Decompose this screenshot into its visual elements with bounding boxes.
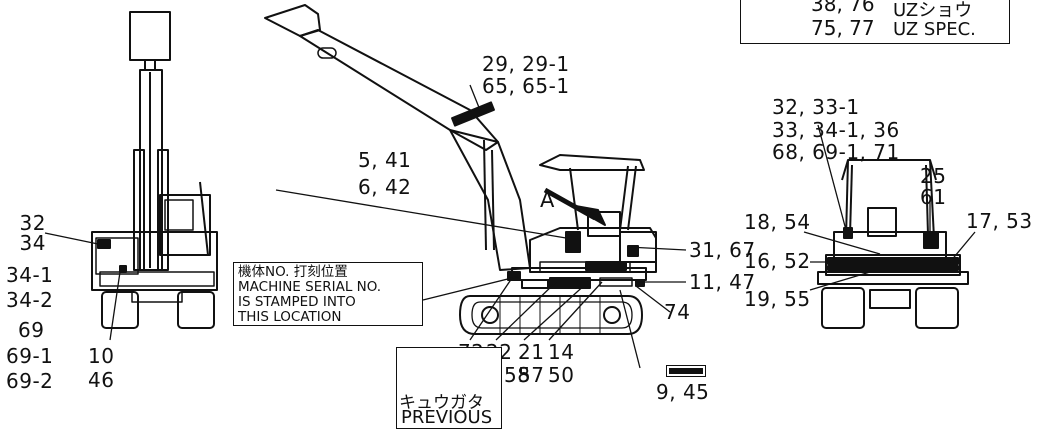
label-69-2: 69-2 bbox=[6, 369, 54, 393]
uz-row-1-text: UZショウ bbox=[893, 0, 973, 21]
serial-number-note: 機体NO. 打刻位置 MACHINE SERIAL NO. IS STAMPED… bbox=[233, 262, 423, 326]
label-32-33-1: 32, 33-1 bbox=[772, 95, 860, 119]
rear-view-excavator bbox=[91, 11, 218, 329]
label-17-53: 17, 53 bbox=[966, 209, 1033, 233]
label-25: 25 bbox=[920, 164, 947, 188]
serial-note-line-1: 機体NO. 打刻位置 bbox=[238, 264, 348, 280]
label-61: 61 bbox=[920, 185, 947, 209]
label-74: 74 bbox=[664, 300, 691, 324]
label-18-54: 18, 54 bbox=[744, 210, 811, 234]
label-69: 69 bbox=[18, 318, 45, 342]
label-view-a: A bbox=[540, 188, 555, 212]
serial-note-line-3: IS STAMPED INTO bbox=[238, 294, 356, 310]
label-65: 65, 65-1 bbox=[482, 74, 570, 98]
label-5-41: 5, 41 bbox=[358, 148, 412, 172]
serial-note-line-4: THIS LOCATION bbox=[238, 309, 342, 325]
uz-row-2-number: 75, 77 bbox=[811, 16, 875, 40]
previous-english: PREVIOUS bbox=[401, 407, 493, 428]
previous-version-box: キュウガタ PREVIOUS bbox=[396, 347, 502, 429]
uz-row-1-number: 38, 76 bbox=[811, 0, 875, 16]
label-16-52: 16, 52 bbox=[744, 249, 811, 273]
label-19-55: 19, 55 bbox=[744, 287, 811, 311]
label-29: 29, 29-1 bbox=[482, 52, 570, 76]
uz-row-2-text: UZ SPEC. bbox=[893, 19, 976, 40]
label-11-47: 11, 47 bbox=[689, 270, 756, 294]
label-50: 50 bbox=[548, 363, 575, 387]
label-68-69-1-71: 68, 69-1, 71 bbox=[772, 140, 900, 164]
label-6-42: 6, 42 bbox=[358, 175, 412, 199]
label-69-1: 69-1 bbox=[6, 344, 54, 368]
label-10: 10 bbox=[88, 344, 115, 368]
label-14: 14 bbox=[548, 340, 575, 364]
label-46: 46 bbox=[88, 368, 115, 392]
label-34-2: 34-2 bbox=[6, 288, 54, 312]
previous-katakana: キュウガタ bbox=[399, 393, 484, 413]
label-57: 57 bbox=[518, 363, 545, 387]
label-33-34-1-36: 33, 34-1, 36 bbox=[772, 118, 900, 142]
side-view-excavator bbox=[264, 4, 657, 335]
label-58: 58 bbox=[504, 363, 531, 387]
label-34-1: 34-1 bbox=[6, 263, 54, 287]
label-32: 32 bbox=[19, 211, 46, 235]
front-view-excavator bbox=[817, 159, 969, 329]
uz-spec-box: 38, 76 UZショウ 75, 77 UZ SPEC. bbox=[740, 0, 1010, 44]
serial-note-line-2: MACHINE SERIAL NO. bbox=[238, 279, 382, 295]
label-31-67: 31, 67 bbox=[689, 238, 756, 262]
label-9-45: 9, 45 bbox=[656, 380, 710, 404]
decal-icon bbox=[666, 365, 706, 377]
label-34: 34 bbox=[19, 231, 46, 255]
label-21: 21 bbox=[518, 340, 545, 364]
